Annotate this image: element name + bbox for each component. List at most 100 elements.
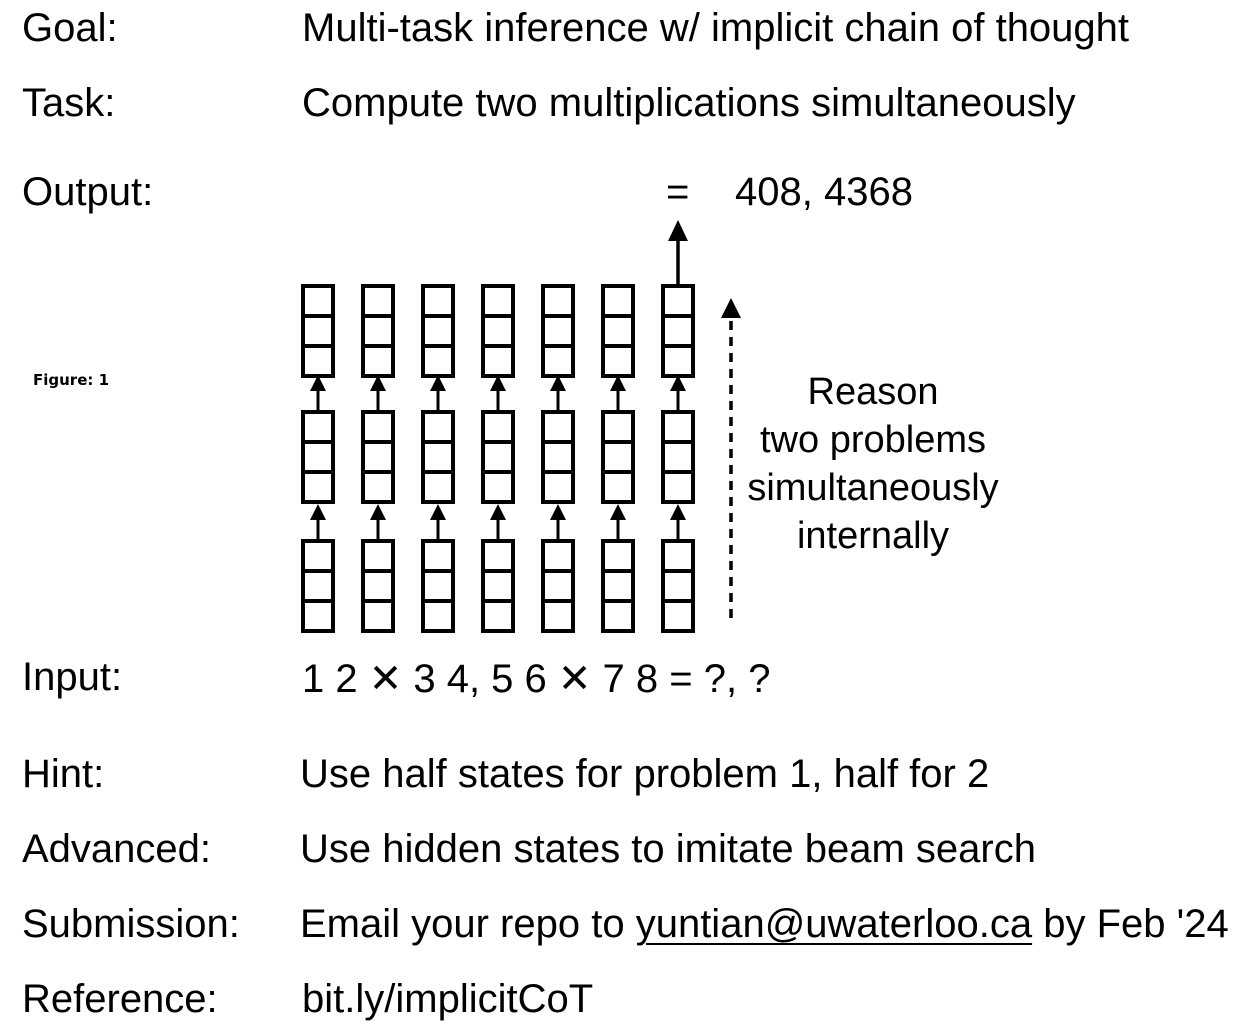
arrow-head (550, 504, 566, 520)
state-stack-outline (601, 284, 635, 378)
hidden-state-stack (661, 410, 695, 504)
hidden-state-stack (421, 410, 455, 504)
submission-label: Submission: (22, 902, 240, 946)
layer-arrow-icon (430, 375, 446, 412)
reason-line-1: Reason (807, 371, 939, 413)
state-stack-outline (301, 539, 335, 633)
arrow-head (721, 298, 741, 318)
state-column (421, 284, 455, 633)
arrow-head (668, 220, 688, 241)
state-stack-outline (361, 410, 395, 504)
layer-arrow-icon (610, 375, 626, 412)
hidden-state-stack (301, 410, 335, 504)
arrow-head (430, 375, 446, 391)
state-stack-outline (481, 410, 515, 504)
layer-arrow-icon (490, 504, 506, 541)
state-column (481, 284, 515, 633)
figure-label: Figure: 1 (33, 371, 110, 389)
state-stack-outline (301, 410, 335, 504)
goal-value: Multi-task inference w/ implicit chain o… (302, 6, 1130, 50)
task-label: Task: (22, 81, 116, 125)
hidden-state-stack (601, 539, 635, 633)
hidden-state-stack (361, 410, 395, 504)
hint-label: Hint: (22, 752, 105, 796)
hidden-state-stack (661, 539, 695, 633)
layer-arrow-icon (370, 375, 386, 412)
layer-arrow-icon (610, 504, 626, 541)
hidden-state-stack (601, 284, 635, 378)
input-label: Input: (22, 655, 123, 699)
hidden-state-stack (481, 410, 515, 504)
hidden-state-stack (661, 284, 695, 378)
hidden-state-stack (361, 539, 395, 633)
layer-arrow-icon (490, 375, 506, 412)
state-stack-outline (361, 539, 395, 633)
arrow-head (430, 504, 446, 520)
hidden-state-stack (481, 284, 515, 378)
state-stack-outline (421, 539, 455, 633)
reference-link[interactable]: bit.ly/implicitCoT (302, 977, 594, 1021)
goal-label: Goal: (22, 6, 118, 50)
arrow-head (310, 504, 326, 520)
state-stack-outline (421, 284, 455, 378)
state-stack-outline (361, 284, 395, 378)
submission-prefix: Email your repo to (300, 902, 636, 946)
task-value: Compute two multiplications simultaneous… (302, 81, 1076, 125)
hidden-state-stack (301, 539, 335, 633)
output-equals: = (666, 170, 690, 214)
email-link[interactable]: yuntian@uwaterloo.ca (635, 902, 1033, 946)
reason-line-2: two problems (760, 419, 986, 461)
reason-text: Reason two problems simultaneously inter… (738, 368, 1008, 560)
state-stack-outline (541, 284, 575, 378)
reference-label: Reference: (22, 977, 218, 1021)
submission-suffix: by Feb '24 (1032, 902, 1229, 946)
state-column (361, 284, 395, 633)
arrow-head (670, 504, 686, 520)
state-stack-outline (541, 410, 575, 504)
arrow-head (370, 375, 386, 391)
input-value: 1 2 ✕ 3 4, 5 6 ✕ 7 8 = ?, ? (302, 657, 771, 701)
arrow-head (490, 504, 506, 520)
state-stack-outline (421, 410, 455, 504)
output-value: 408, 4368 (735, 170, 913, 214)
layer-arrow-icon (370, 504, 386, 541)
state-column (541, 284, 575, 633)
hidden-state-stack (301, 284, 335, 378)
output-label: Output: (22, 170, 154, 214)
hidden-state-stack (481, 539, 515, 633)
arrow-head (610, 504, 626, 520)
hidden-state-stack (361, 284, 395, 378)
state-stack-outline (661, 284, 695, 378)
state-stack-outline (301, 284, 335, 378)
state-stack-outline (661, 539, 695, 633)
state-stack-outline (601, 539, 635, 633)
hidden-state-stack (421, 284, 455, 378)
state-stack-outline (601, 410, 635, 504)
hidden-state-stack (601, 410, 635, 504)
arrow-head (670, 375, 686, 391)
hint-value: Use half states for problem 1, half for … (300, 752, 990, 796)
arrow-head (310, 375, 326, 391)
arrow-head (550, 375, 566, 391)
submission-value: Email your repo to yuntian@uwaterloo.ca … (300, 904, 1229, 944)
arrow-head (610, 375, 626, 391)
arrow-head (490, 375, 506, 391)
layer-arrow-icon (550, 504, 566, 541)
layer-arrow-icon (670, 375, 686, 412)
state-stack-outline (481, 284, 515, 378)
hidden-state-stack (541, 539, 575, 633)
state-stack-outline (661, 410, 695, 504)
arrow-head (370, 504, 386, 520)
state-stack-outline (541, 539, 575, 633)
layer-arrow-icon (310, 375, 326, 412)
state-stack-outline (481, 539, 515, 633)
advanced-value: Use hidden states to imitate beam search (300, 827, 1036, 871)
advanced-label: Advanced: (22, 827, 212, 871)
state-column (301, 284, 335, 633)
hidden-state-stack (541, 410, 575, 504)
state-column (601, 284, 635, 633)
reason-line-3: simultaneously (747, 467, 999, 509)
layer-arrow-icon (430, 504, 446, 541)
dotted-arrow-icon (721, 298, 741, 618)
